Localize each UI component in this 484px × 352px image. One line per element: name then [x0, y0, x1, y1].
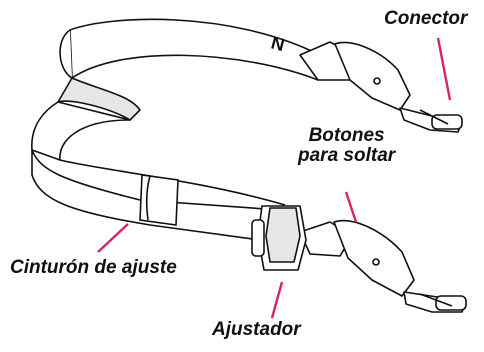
label-cinturon-de-ajuste: Cinturón de ajuste	[10, 257, 177, 278]
adjuster[interactable]	[251, 205, 307, 271]
belt-strap	[31, 18, 321, 243]
label-botones-line1: Botones	[308, 125, 385, 146]
lower-connector[interactable]	[299, 219, 467, 313]
upper-connector[interactable]	[299, 41, 463, 133]
belt-sleeve	[139, 174, 179, 226]
leader-botones	[344, 191, 358, 223]
belt-logo: N	[269, 33, 287, 56]
leader-ajustador	[270, 281, 284, 319]
label-conector: Conector	[384, 8, 468, 29]
label-ajustador: Ajustador	[212, 319, 301, 340]
leader-cinturon	[97, 223, 129, 253]
svg-text:N: N	[269, 33, 287, 56]
label-botones-line2: para soltar	[298, 144, 396, 166]
label-botones-para-soltar: Botones para soltar	[298, 126, 395, 166]
leader-conector	[436, 37, 452, 101]
